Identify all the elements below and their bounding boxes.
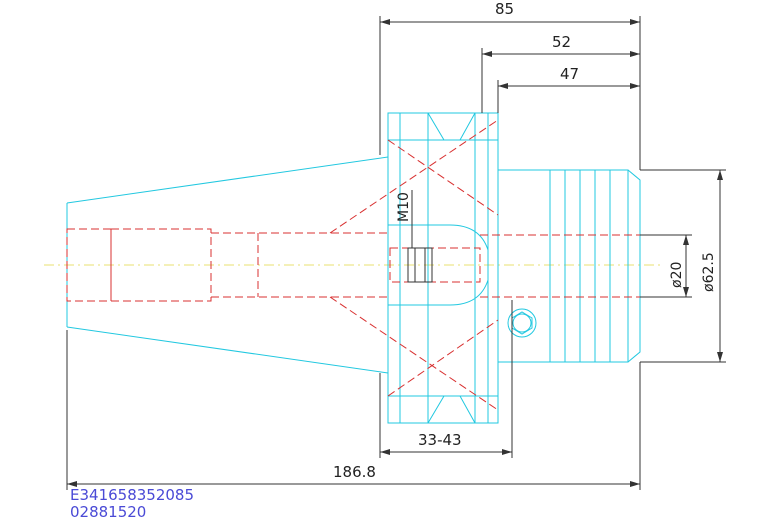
dim-dia20: ø20: [669, 262, 685, 288]
dim-dia62-5: ø62.5: [701, 252, 717, 292]
dim-47: 47: [560, 65, 579, 83]
hidden-lines: [66, 119, 640, 411]
code-line-1: E341658352085: [70, 486, 194, 504]
dim-33-43: 33-43: [418, 431, 462, 449]
dim-52: 52: [552, 33, 571, 51]
dimension-lines: [66, 16, 726, 490]
nose-body: [497, 169, 641, 363]
thread-m10: [407, 190, 433, 283]
dim-m10: M10: [396, 192, 412, 222]
flange: [387, 112, 499, 424]
part-codes: E341658352085 02881520: [70, 487, 194, 521]
dim-186-8: 186.8: [333, 463, 376, 481]
code-line-2: 02881520: [70, 503, 147, 521]
dim-85: 85: [495, 0, 514, 18]
